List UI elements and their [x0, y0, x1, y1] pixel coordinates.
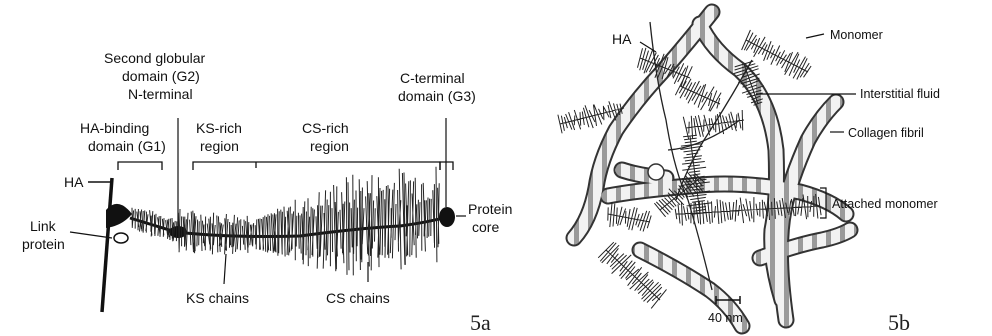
label-g3-1: C-terminal: [400, 70, 465, 86]
label-monomer: Monomer: [830, 28, 883, 42]
label-cs-region-2: region: [310, 138, 349, 154]
label-g2-2: domain (G2): [122, 68, 200, 84]
link-protein-pointer: [70, 232, 112, 238]
label-n-terminal: N-terminal: [128, 86, 193, 102]
g1-domain: [106, 204, 132, 228]
monomer-pointer: [806, 34, 824, 38]
label-g3-2: domain (G3): [398, 88, 476, 104]
monomer-6: [683, 110, 744, 139]
label-attached-monomer: Attached monomer: [832, 197, 938, 211]
label-interstitial-fluid: Interstitial fluid: [860, 87, 940, 101]
panel-tag-5b: 5b: [888, 310, 910, 335]
label-cs-region-1: CS-rich: [302, 120, 349, 136]
panel-tag-5a: 5a: [470, 310, 491, 335]
link-protein: [114, 233, 128, 243]
collagen-fibrils: [574, 12, 850, 326]
label-ha-b: HA: [612, 31, 632, 47]
label-g2-1: Second globular: [104, 50, 206, 66]
g3-domain: [439, 207, 455, 227]
label-ks-region-1: KS-rich: [196, 120, 242, 136]
monomer-7: [608, 202, 651, 232]
label-protein-core-1: Protein: [468, 201, 512, 217]
bracket-g1: [118, 162, 162, 170]
ha-rod: [102, 178, 112, 312]
ks-chains-pointer: [224, 254, 226, 284]
label-protein-core-2: core: [472, 219, 499, 235]
panel-5a-aggrecan-monomer: HA Link protein HA-binding domain (G1) S…: [22, 50, 512, 335]
label-link-protein-1: Link: [30, 218, 57, 234]
bracket-ks-cs: [193, 162, 440, 170]
label-scale: 40 nm: [708, 311, 743, 325]
label-cs-chains: CS chains: [326, 290, 390, 306]
label-g1-2: domain (G1): [88, 138, 166, 154]
label-g1-1: HA-binding: [80, 120, 149, 136]
label-link-protein-2: protein: [22, 236, 65, 252]
label-ha-a: HA: [64, 174, 84, 190]
label-collagen-fibril: Collagen fibril: [848, 126, 924, 140]
label-ks-chains: KS chains: [186, 290, 249, 306]
panel-5b-aggregate-network: HA Monomer Interstitial fluid Collagen f…: [558, 12, 940, 335]
label-ks-region-2: region: [200, 138, 239, 154]
